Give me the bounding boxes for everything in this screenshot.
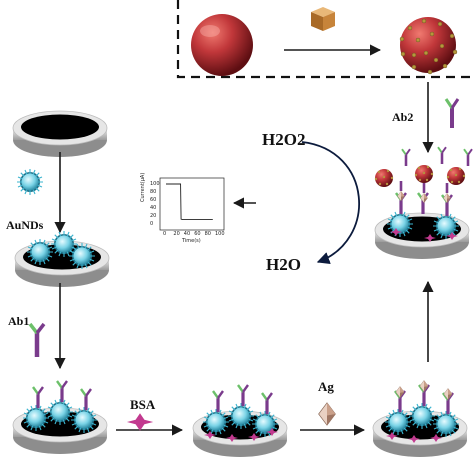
chart-y-tick: 100 [150, 181, 160, 187]
electrode-with-bsa [192, 383, 288, 458]
chart-y-tick: 0 [150, 221, 154, 227]
label-ag: Ag [318, 379, 334, 394]
label-h2o2: H2O2 [262, 130, 306, 149]
chart-ylabel: Current(µA) [140, 172, 146, 202]
dashed-border [176, 0, 472, 79]
label-ab1: Ab1 [8, 314, 30, 328]
chart-series-line [166, 183, 213, 221]
chart-x-tick: 100 [215, 231, 225, 237]
cube-icon [311, 7, 335, 31]
chart-frame [159, 177, 225, 231]
bare-electrode [12, 110, 108, 158]
label-aunds: AuNDs [6, 218, 44, 232]
electrode-with-aunds [14, 230, 110, 288]
ag-octahedron-icon [317, 402, 337, 426]
current-time-chart [159, 177, 225, 231]
electrode-with-antigen [372, 380, 468, 458]
chart-x-tick: 80 [204, 231, 211, 237]
chart-x-tick: 20 [173, 231, 180, 237]
chart-x-tick: 60 [194, 231, 201, 237]
bsa-icon [126, 413, 154, 431]
chart-y-tick: 20 [150, 213, 157, 219]
sandwich-electrode [374, 145, 474, 260]
chart-y-tick: 60 [150, 197, 157, 203]
chart-x-tick: 0 [163, 231, 167, 237]
arrow-h2o2-to-h2o [301, 141, 360, 264]
gold-sphere-icon [191, 14, 253, 76]
chart-y-tick: 80 [150, 189, 157, 195]
electrode-with-ab1 [12, 379, 108, 455]
antibody-icon [444, 98, 460, 128]
label-ab2: Ab2 [392, 110, 414, 124]
synthesis-box [176, 0, 472, 79]
label-h2o: H2O [266, 255, 301, 274]
chart-x-tick: 40 [183, 231, 191, 237]
chart-xlabel: Time(s) [182, 238, 201, 244]
label-bsa: BSA [130, 397, 156, 412]
chart-y-tick: 40 [150, 205, 157, 211]
ab1-antibody-icon [28, 322, 46, 357]
aunds-icon [16, 168, 44, 196]
decorated-sphere-icon [399, 17, 458, 75]
